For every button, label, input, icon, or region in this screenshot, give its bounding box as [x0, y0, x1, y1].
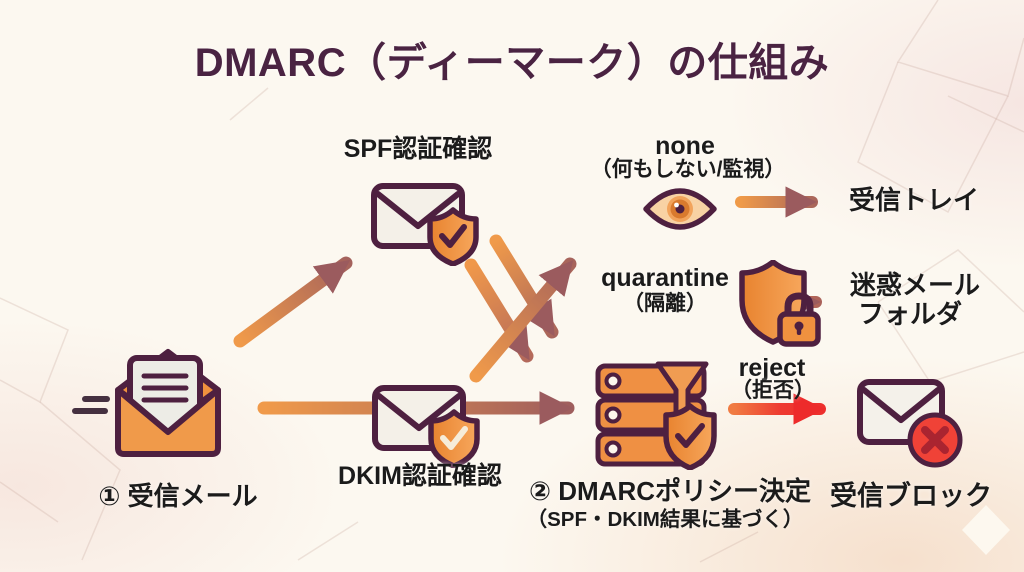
dkim-envelope-shield-icon — [371, 384, 481, 468]
check-icon — [439, 224, 467, 248]
policy-reject-note: （拒否） — [731, 379, 815, 402]
policy-quarantine-label: quarantine — [601, 264, 729, 292]
check-icon — [440, 426, 468, 450]
policy-none-label: none — [655, 132, 715, 160]
incoming-mail-label: ① 受信メール — [98, 481, 258, 511]
speed-line-icon — [72, 408, 108, 414]
spf-envelope-shield-icon — [370, 182, 480, 266]
arrow-spf-to-policy — [489, 234, 559, 339]
dkim-check-label: DKIM認証確認 — [338, 462, 502, 490]
block-label: 受信ブロック — [830, 481, 992, 511]
server-filter-shield-icon — [594, 356, 726, 470]
x-icon — [921, 426, 949, 454]
policy-none-note: （何もしない/監視） — [590, 158, 786, 181]
eye-icon — [643, 188, 717, 230]
policy-reject-label: reject — [738, 354, 806, 382]
spam-folder-label-line2: フォルダ — [857, 299, 963, 329]
envelope-blocked-icon — [856, 378, 966, 470]
shield-check-icon — [663, 403, 717, 470]
spam-folder-label-line1: 迷惑メール — [849, 270, 981, 300]
sparkle-diamond — [962, 505, 1010, 555]
speed-line-icon — [82, 396, 110, 402]
arrow-mail-to-spf — [233, 256, 353, 348]
spf-check-label: SPF認証確認 — [343, 135, 493, 163]
dmarc-policy-note: （SPF・DKIM結果に基づく） — [526, 508, 804, 531]
dmarc-policy-label: ② DMARCポリシー決定 — [528, 476, 812, 506]
arrow-spf-to-policy-2 — [464, 258, 534, 363]
shield-lock-icon — [736, 260, 822, 348]
policy-quarantine-note: （隔離） — [623, 292, 707, 315]
page-title: DMARC（ディーマーク）の仕組み — [194, 41, 830, 85]
lock-icon — [777, 292, 821, 347]
inbox-label: 受信トレイ — [848, 185, 980, 215]
open-envelope-icon — [64, 344, 224, 459]
arrow-dkim-to-policy — [469, 257, 577, 383]
